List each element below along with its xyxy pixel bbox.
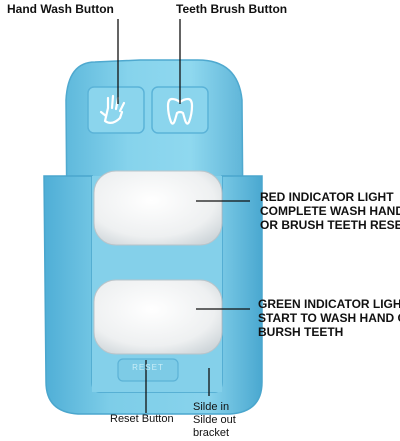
red-indicator-light <box>93 170 223 246</box>
label-reset-button: Reset Button <box>110 413 174 425</box>
callout-lines <box>117 19 250 413</box>
reset-button-text: RESET <box>132 363 164 372</box>
tooth-icon <box>166 97 194 125</box>
label-teeth-brush-button: Teeth Brush Button <box>176 2 288 16</box>
label-red-indicator: RED INDICATOR LIGHT COMPLETE WASH HAND O… <box>260 190 400 232</box>
label-slide-bracket: Silde in Silde out bracket <box>193 401 236 439</box>
label-green-indicator: GREEN INDICATOR LIGHT: START TO WASH HAN… <box>258 297 400 339</box>
green-indicator-light <box>93 279 223 355</box>
reset-button[interactable] <box>117 358 179 382</box>
hand-icon <box>99 94 126 125</box>
label-hand-wash-button: Hand Wash Button <box>7 2 114 16</box>
